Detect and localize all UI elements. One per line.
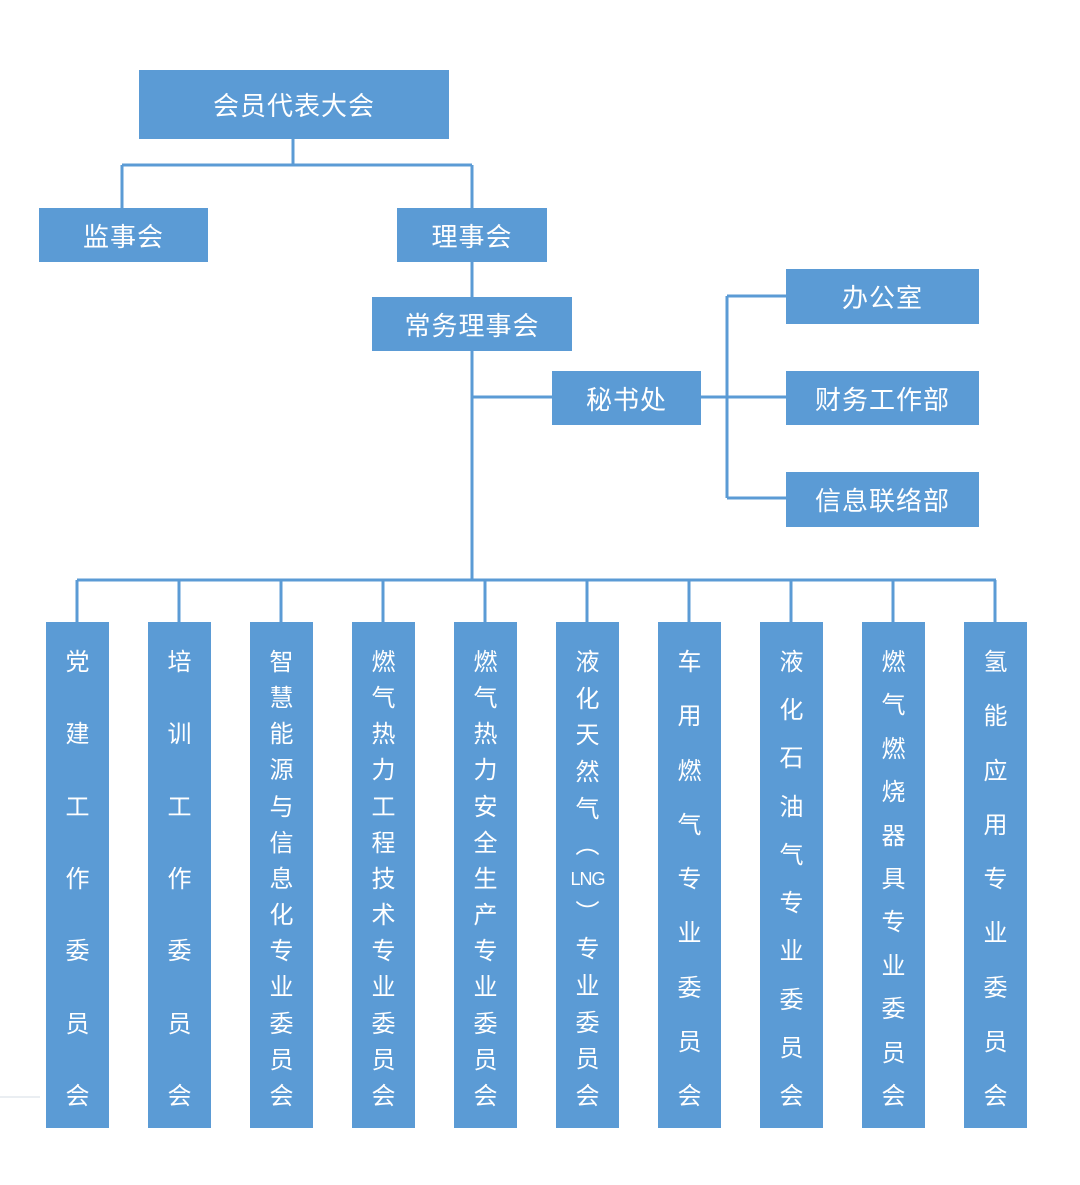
committee-label: 智慧能源与信息化专业委员会	[269, 648, 294, 1110]
node-secretariat: 秘书处	[552, 371, 701, 425]
node-council-label: 理事会	[431, 222, 513, 253]
committee-box: 燃气热力安全生产专业委员会	[454, 622, 517, 1128]
committee-label: 氢能应用专业委员会	[983, 648, 1008, 1110]
node-finance-label: 财务工作部	[814, 385, 950, 416]
node-secretariat-label: 秘书处	[585, 385, 667, 416]
committee-label: 燃气热力工程技术专业委员会	[371, 648, 396, 1110]
committee-box: 党建工作委员会	[46, 622, 109, 1128]
committee-box: 车用燃气专业委员会	[658, 622, 721, 1128]
committee-label: 液化天然气︵LNG︶专业委员会	[570, 648, 605, 1110]
connector-committees-drops	[75, 580, 997, 622]
node-standing-council: 常务理事会	[372, 297, 572, 351]
committee-box: 液化天然气︵LNG︶专业委员会	[556, 622, 619, 1128]
committee-label: 液化石油气专业委员会	[779, 648, 804, 1110]
node-info-liaison: 信息联络部	[786, 472, 979, 527]
committee-box: 培训工作委员会	[148, 622, 211, 1128]
connector-congress	[120, 139, 474, 208]
node-supervisory: 监事会	[39, 208, 208, 262]
committee-box: 氢能应用专业委员会	[964, 622, 1027, 1128]
committee-box: 智慧能源与信息化专业委员会	[250, 622, 313, 1128]
node-info-liaison-label: 信息联络部	[814, 487, 950, 517]
node-council: 理事会	[397, 208, 547, 262]
committee-box: 燃气热力工程技术专业委员会	[352, 622, 415, 1128]
node-congress: 会员代表大会	[139, 70, 449, 139]
node-finance: 财务工作部	[786, 371, 979, 425]
node-office: 办公室	[786, 269, 979, 324]
committee-label: 党建工作委员会	[65, 648, 90, 1110]
committee-label: 培训工作委员会	[167, 648, 192, 1110]
node-supervisory-label: 监事会	[82, 222, 164, 253]
committee-label: 燃气热力安全生产专业委员会	[473, 648, 498, 1110]
committee-label: 车用燃气专业委员会	[677, 648, 702, 1110]
committee-box: 燃气燃烧器具专业委员会	[862, 622, 925, 1128]
node-office-label: 办公室	[841, 284, 923, 314]
committee-box: 液化石油气专业委员会	[760, 622, 823, 1128]
node-congress-label: 会员代表大会	[212, 92, 375, 122]
connector-departments	[700, 294, 786, 500]
committee-label: 燃气燃烧器具专业委员会	[881, 648, 906, 1110]
node-standing-council-label: 常务理事会	[404, 311, 540, 342]
